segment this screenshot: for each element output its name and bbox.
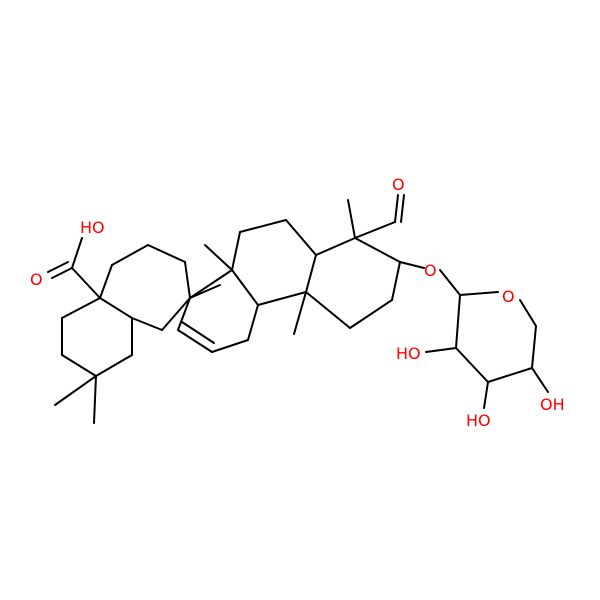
bond (231, 231, 241, 271)
bond (71, 237, 83, 269)
bond (147, 244, 186, 263)
bond (61, 354, 97, 377)
bond (354, 221, 396, 239)
bond (519, 299, 537, 327)
bond (93, 375, 97, 424)
bond (487, 367, 533, 383)
ether-oxygen-label: O (424, 261, 437, 280)
carbon-skeleton (47, 194, 549, 424)
bond (131, 317, 163, 331)
bond (455, 294, 461, 349)
bond (483, 381, 489, 409)
bond (293, 291, 307, 335)
bond (239, 219, 287, 233)
bond (71, 267, 101, 299)
bond (95, 354, 133, 377)
carboxylic-acid-oxygen-label: O (30, 270, 43, 289)
bond (531, 367, 549, 393)
bond (184, 261, 191, 299)
bond (425, 347, 457, 353)
bond (211, 339, 249, 353)
bond (394, 194, 399, 223)
bond (161, 297, 191, 331)
bond (315, 237, 356, 256)
bond (439, 269, 461, 296)
sugar-hydroxyl-label: HO (396, 344, 421, 363)
bond (177, 297, 191, 331)
sugar-hydroxyl-label: OH (540, 395, 565, 414)
bond (349, 299, 393, 329)
bond (305, 254, 317, 293)
bond (391, 261, 401, 301)
bond (247, 304, 259, 341)
bond (459, 291, 499, 296)
bond (399, 261, 425, 269)
bond (61, 297, 101, 319)
bond (111, 244, 149, 266)
sugar-hydroxyl-label: HO (466, 411, 491, 430)
bond (285, 219, 317, 256)
heteroatom-labels: HO O O O O HO HO OH (30, 175, 565, 430)
bond (231, 269, 259, 306)
aldehyde-oxygen-label: O (392, 175, 405, 194)
bond (51, 267, 73, 279)
bond (257, 291, 307, 306)
bond (531, 325, 537, 369)
bond (99, 264, 113, 299)
bond (347, 199, 356, 239)
bond (177, 329, 213, 353)
bond (455, 347, 489, 383)
bond (54, 375, 97, 406)
bond (204, 244, 233, 271)
bond (181, 321, 215, 344)
bond (189, 269, 233, 299)
bond (99, 297, 133, 319)
bond (305, 291, 351, 329)
bond (400, 194, 405, 223)
bond (354, 237, 401, 263)
ring-oxygen-label: O (502, 287, 515, 306)
carboxylic-acid-hydroxyl-label: HO (80, 218, 105, 237)
bond (47, 261, 69, 273)
